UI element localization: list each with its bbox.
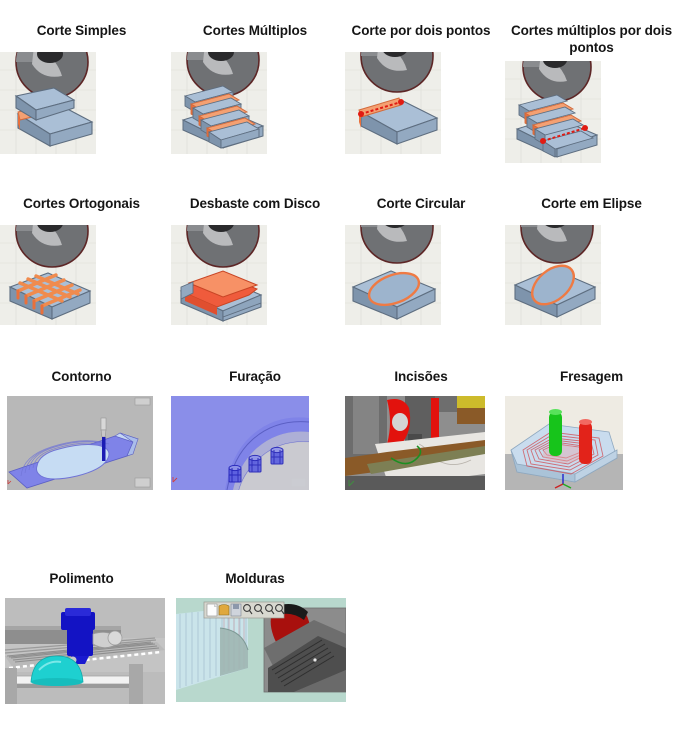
item-label: Furação bbox=[229, 369, 281, 384]
saw-blade-single-cut-image bbox=[0, 52, 163, 154]
saw-blade-multi-cut-image bbox=[171, 52, 339, 154]
saw-blade-circular-cut-image bbox=[345, 225, 497, 325]
item-label: Cortes múltiplos por dois pontos bbox=[510, 23, 672, 55]
cnc-engraving-head-image bbox=[345, 396, 497, 490]
gallery-item-incisoes[interactable]: Incisões bbox=[345, 368, 497, 490]
item-label: Incisões bbox=[394, 369, 448, 384]
gallery-item-polimento[interactable]: Polimento bbox=[0, 570, 165, 704]
item-label: Desbaste com Disco bbox=[189, 196, 321, 211]
cam-contour-toolpath-image bbox=[7, 396, 163, 490]
gallery-item-fresagem[interactable]: Fresagem bbox=[505, 368, 678, 490]
gallery-item-corte-dois-pontos[interactable]: Corte por dois pontos bbox=[345, 22, 497, 154]
saw-blade-multi-two-point-cut-image bbox=[505, 61, 678, 163]
saw-blade-ellipse-cut-image bbox=[505, 225, 678, 325]
gallery-item-cortes-multiplos-dois-pontos[interactable]: Cortes múltiplos por dois pontos bbox=[505, 22, 678, 163]
item-label: Corte em Elipse bbox=[541, 196, 642, 211]
gallery-item-corte-circular[interactable]: Corte Circular bbox=[345, 195, 497, 325]
gallery-item-contorno[interactable]: Contorno bbox=[0, 368, 163, 490]
item-label: Polimento bbox=[49, 571, 114, 586]
gallery-item-furacao[interactable]: Furação bbox=[171, 368, 339, 490]
item-label: Cortes Ortogonais bbox=[23, 196, 140, 211]
saw-blade-two-point-cut-image bbox=[345, 52, 497, 154]
polishing-machine-image bbox=[5, 598, 165, 704]
gallery-item-corte-em-elipse[interactable]: Corte em Elipse bbox=[505, 195, 678, 325]
gallery-item-desbaste-com-disco[interactable]: Desbaste com Disco bbox=[171, 195, 339, 325]
cam-drilling-holes-image bbox=[171, 396, 339, 490]
item-label: Fresagem bbox=[560, 369, 623, 384]
moulding-profile-viewer-image bbox=[176, 598, 346, 702]
gallery-item-molduras[interactable]: Molduras bbox=[171, 570, 346, 702]
item-label: Cortes Múltiplos bbox=[202, 23, 308, 38]
item-label: Corte Simples bbox=[36, 23, 127, 38]
item-label: Corte Circular bbox=[376, 196, 466, 211]
cam-pocket-milling-image bbox=[505, 396, 678, 490]
item-label: Contorno bbox=[51, 369, 112, 384]
item-label: Molduras bbox=[225, 571, 285, 586]
item-label: Corte por dois pontos bbox=[351, 23, 491, 38]
gallery-item-cortes-ortogonais[interactable]: Cortes Ortogonais bbox=[0, 195, 163, 325]
saw-blade-disc-roughing-image bbox=[171, 225, 339, 325]
gallery-item-corte-simples[interactable]: Corte Simples bbox=[0, 22, 163, 154]
gallery-item-cortes-multiplos[interactable]: Cortes Múltiplos bbox=[171, 22, 339, 154]
saw-blade-orthogonal-cuts-image bbox=[0, 225, 163, 325]
